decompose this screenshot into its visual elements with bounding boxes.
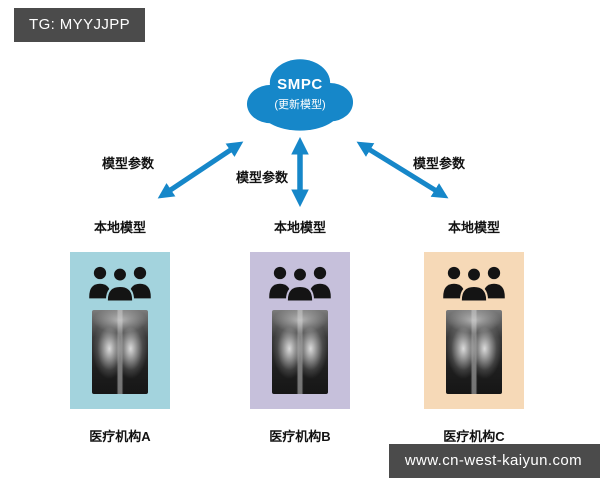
- chest-xray-image: [446, 310, 502, 394]
- people-group-icon: [89, 266, 151, 303]
- model-params-arrow-left: [157, 141, 244, 199]
- people-group-icon: [269, 266, 331, 303]
- arrow-label-center: 模型参数: [236, 170, 289, 185]
- cloud-shape: [246, 59, 354, 131]
- node-org-a: 本地模型 医疗机构A: [70, 217, 170, 445]
- org-box-a: [70, 252, 170, 409]
- local-model-label-a: 本地模型: [93, 220, 146, 235]
- org-label-a: 医疗机构A: [89, 429, 151, 444]
- watermark-top-left: TG: MYYJJPP: [14, 8, 146, 42]
- local-model-label-b: 本地模型: [273, 220, 326, 235]
- cloud-icon: [246, 59, 354, 131]
- local-model-label-c: 本地模型: [447, 220, 500, 235]
- arrow-label-right: 模型参数: [413, 156, 466, 171]
- chest-xray-image: [272, 310, 328, 394]
- org-label-c: 医疗机构C: [443, 429, 505, 444]
- arrow-label-left: 模型参数: [102, 156, 155, 171]
- model-params-arrow-right: [356, 141, 449, 199]
- node-org-b: 本地模型 医疗机构B: [250, 217, 350, 445]
- people-group-icon: [443, 266, 505, 303]
- org-box-c: [424, 252, 524, 409]
- org-box-b: [250, 252, 350, 409]
- watermark-bottom-right: www.cn-west-kaiyun.com: [388, 444, 600, 478]
- node-org-c: 本地模型 医疗机构C: [424, 217, 524, 445]
- smpc-cloud: SMPC (更新模型): [236, 52, 364, 136]
- org-label-b: 医疗机构B: [269, 429, 331, 444]
- chest-xray-image: [92, 310, 148, 394]
